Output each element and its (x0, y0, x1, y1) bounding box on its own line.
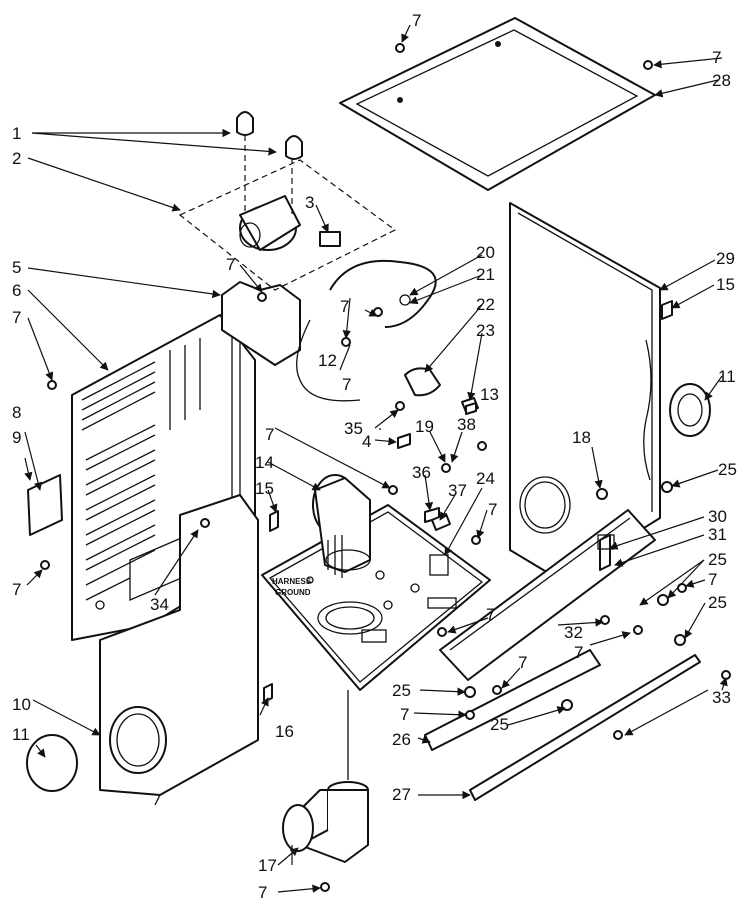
callout-28: 28 (712, 71, 731, 90)
callout-37: 37 (448, 481, 467, 500)
callout-25d: 25 (392, 681, 411, 700)
callout-7m: 7 (574, 643, 583, 662)
callout-23: 23 (476, 321, 495, 340)
idler-bracket (439, 509, 656, 681)
callout-16: 16 (275, 722, 294, 741)
callout-11a: 11 (12, 725, 30, 744)
harness-label: HARNESS (272, 577, 312, 586)
callout-25c: 25 (708, 593, 727, 612)
callout-15a: 15 (255, 479, 274, 498)
wire-harness (296, 259, 437, 402)
callout-7f: 7 (265, 425, 274, 444)
callout-32: 32 (564, 623, 583, 642)
callout-7i: 7 (488, 500, 497, 519)
callout-7d: 7 (712, 48, 721, 67)
callout-7a: 7 (12, 308, 21, 327)
callout-7h: 7 (342, 375, 351, 394)
callout-7c: 7 (412, 11, 421, 30)
callout-14: 14 (255, 453, 274, 472)
drum-bearing (404, 367, 479, 413)
blower-housing (312, 474, 371, 578)
ground-label: GROUND (275, 588, 311, 597)
drum-cap-left (26, 734, 78, 792)
callout-20: 20 (476, 243, 495, 262)
callout-21: 21 (476, 265, 495, 284)
rear-support (669, 383, 711, 437)
callout-34: 34 (150, 595, 169, 614)
callout-26: 26 (392, 730, 411, 749)
callout-12: 12 (318, 351, 337, 370)
callout-27: 27 (392, 785, 411, 804)
callout-18: 18 (572, 428, 591, 447)
screws (40, 43, 731, 892)
callout-38: 38 (457, 415, 476, 434)
callout-22: 22 (476, 295, 495, 314)
callout-25b: 25 (708, 550, 727, 569)
callout-3: 3 (305, 193, 314, 212)
callout-8: 8 (12, 403, 21, 422)
callout-33: 33 (712, 688, 731, 707)
callout-7k: 7 (518, 653, 527, 672)
callout-9: 9 (12, 428, 21, 447)
callout-30: 30 (708, 507, 727, 526)
callout-36: 36 (412, 463, 431, 482)
leader-lines (24, 24, 728, 893)
motor-assembly (178, 111, 397, 291)
exhaust-elbow (282, 690, 369, 863)
callout-7e: 7 (12, 580, 21, 599)
callout-35: 35 (344, 419, 363, 438)
callout-10: 10 (12, 695, 31, 714)
callout-6: 6 (12, 281, 21, 300)
callout-31: 31 (708, 525, 727, 544)
callout-24: 24 (476, 469, 495, 488)
front-panel (99, 494, 259, 806)
callout-2: 2 (12, 149, 21, 168)
callout-7n: 7 (708, 570, 717, 589)
callout-11b: 11 (718, 367, 736, 386)
callout-15b: 15 (716, 275, 735, 294)
callout-1: 1 (12, 124, 21, 143)
callout-25e: 25 (490, 715, 509, 734)
toe-panel (424, 649, 701, 801)
callout-17: 17 (258, 856, 277, 875)
callout-7g: 7 (340, 297, 349, 316)
callout-25a: 25 (718, 460, 737, 479)
callout-4: 4 (362, 432, 371, 451)
callout-7o: 7 (258, 883, 267, 902)
callout-7l: 7 (400, 705, 409, 724)
callout-7b: 7 (226, 255, 235, 274)
callout-numbers: 1 2 3 5 6 7 7 7 7 7 7 7 7 7 7 7 7 7 7 7 … (12, 11, 737, 902)
callout-13: 13 (480, 385, 499, 404)
callout-29: 29 (716, 249, 735, 268)
callout-19: 19 (415, 417, 434, 436)
callout-7j: 7 (486, 605, 495, 624)
top-panel (339, 17, 656, 191)
callout-5: 5 (12, 258, 21, 277)
control-bracket (221, 281, 301, 366)
